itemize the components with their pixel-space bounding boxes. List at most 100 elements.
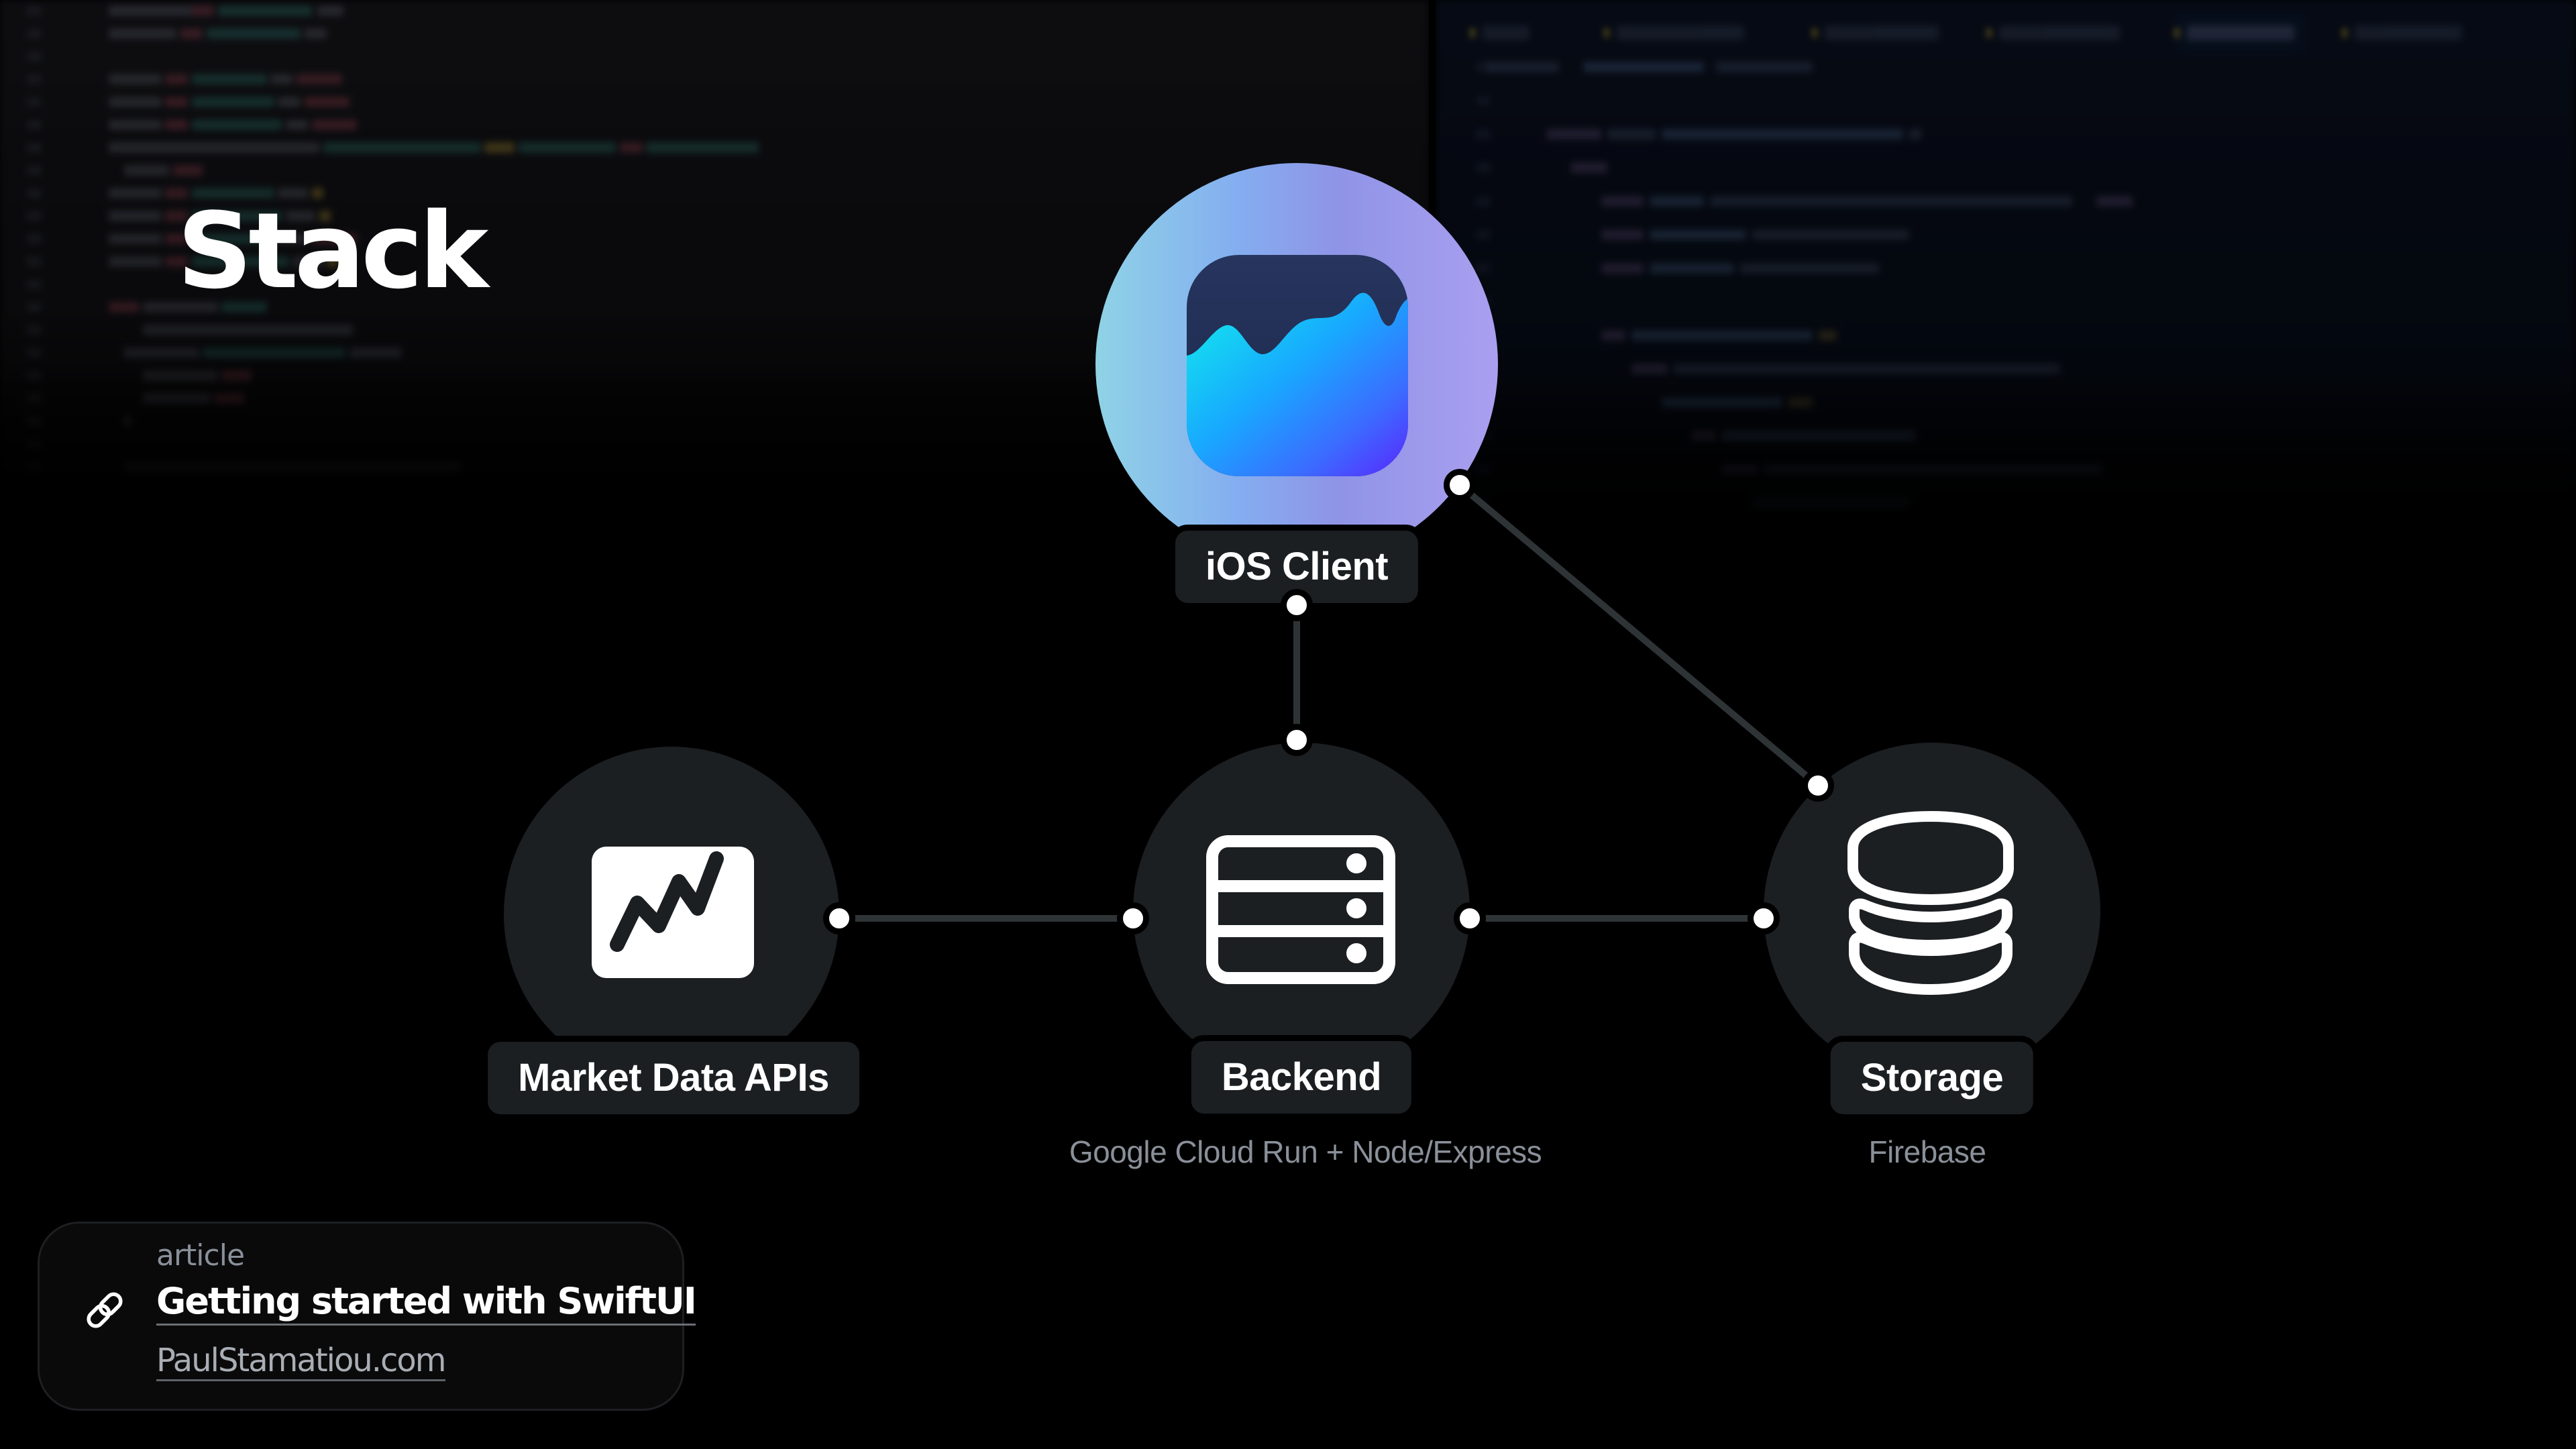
code-token [1631,364,1668,374]
code-token [292,256,323,267]
line-number [27,280,42,289]
code-token [304,28,327,39]
code-token [278,188,309,199]
slide-title: Stack [177,190,488,312]
editor-tab [2343,25,2462,40]
code-token [165,211,188,221]
line-number [27,52,42,61]
line-number [1476,465,1491,474]
line-number [1476,264,1491,273]
connector-market-data-backend [839,915,1133,922]
port-ios-client-bottom[interactable] [1281,589,1313,621]
database-icon [1847,811,2014,995]
code-token [518,142,616,153]
article-title-link[interactable]: Getting started with SwiftUI [156,1280,697,1326]
editor-tab [1470,25,1529,40]
code-token [1631,330,1813,341]
code-token [484,142,515,153]
line-number [27,462,42,472]
code-token [109,188,162,199]
code-token [214,393,244,404]
code-token [109,28,177,39]
code-token [109,5,192,16]
article-link-card[interactable]: article Getting started with SwiftUI Pau… [38,1222,697,1411]
code-token [191,119,282,130]
code-token [620,142,643,153]
link-icon [87,1292,123,1328]
code-token [109,74,162,85]
port-backend-left[interactable] [1117,902,1149,934]
line-number [27,6,42,15]
node-label: Backend [1185,1035,1418,1120]
port-backend-top[interactable] [1281,724,1313,756]
node-circle [1133,743,1470,1079]
code-token [191,97,274,107]
code-token [109,233,162,244]
port-backend-right[interactable] [1454,902,1486,934]
code-token [278,97,301,107]
code-token [1571,162,1607,173]
code-token [109,142,319,153]
code-token [317,5,344,16]
code-token [1819,330,1837,341]
code-token [1650,196,1704,207]
code-token [165,97,188,107]
code-token [221,302,267,313]
code-token [203,347,346,358]
code-token [221,370,252,381]
code-token [180,28,203,39]
code-token [270,74,293,85]
code-token [172,165,203,176]
code-token [297,74,342,85]
code-token [2096,196,2133,207]
port-ios-client-right[interactable] [1444,469,1476,501]
code-token [191,211,282,221]
code-token [1487,62,1559,72]
code-token [285,211,316,221]
line-number [27,234,42,244]
line-number [1476,532,1491,537]
port-storage-left[interactable] [1748,902,1780,934]
line-number [27,303,42,312]
node-label: iOS Client [1169,525,1425,609]
line-number [27,143,42,152]
code-token [191,233,274,244]
code-token [109,119,162,130]
code-token [207,28,301,39]
line-number [27,348,42,358]
node-subtitle: Firebase [1868,1134,1986,1169]
code-token [1710,196,2072,207]
code-token [1722,464,1758,475]
code-token [165,74,188,85]
code-token [165,233,188,244]
line-number [27,257,42,266]
line-number [27,97,42,107]
port-storage-top-left[interactable] [1802,769,1834,802]
line-number [27,394,42,403]
code-token [191,74,267,85]
line-number [27,29,42,38]
node-subtitle: Google Cloud Run + Node/Express [1069,1134,1542,1169]
code-token [1788,397,1813,408]
code-token [191,188,274,199]
article-kicker: article [156,1238,245,1273]
background-code-editor-right [1436,0,2576,537]
line-number [1476,230,1491,239]
code-token [327,256,338,267]
code-token [323,142,481,153]
code-token [123,462,462,472]
line-number [27,211,42,221]
code-token [1674,364,2060,374]
port-market-data-right[interactable] [823,902,855,934]
chart-line-icon [592,847,754,978]
line-number [27,120,42,129]
code-token [123,165,169,176]
code-token [142,370,218,381]
code-token [109,256,162,267]
code-token [1662,129,1903,140]
article-source-link[interactable]: PaulStamatiou.com [156,1342,447,1381]
code-token [311,188,323,199]
code-token [165,188,188,199]
